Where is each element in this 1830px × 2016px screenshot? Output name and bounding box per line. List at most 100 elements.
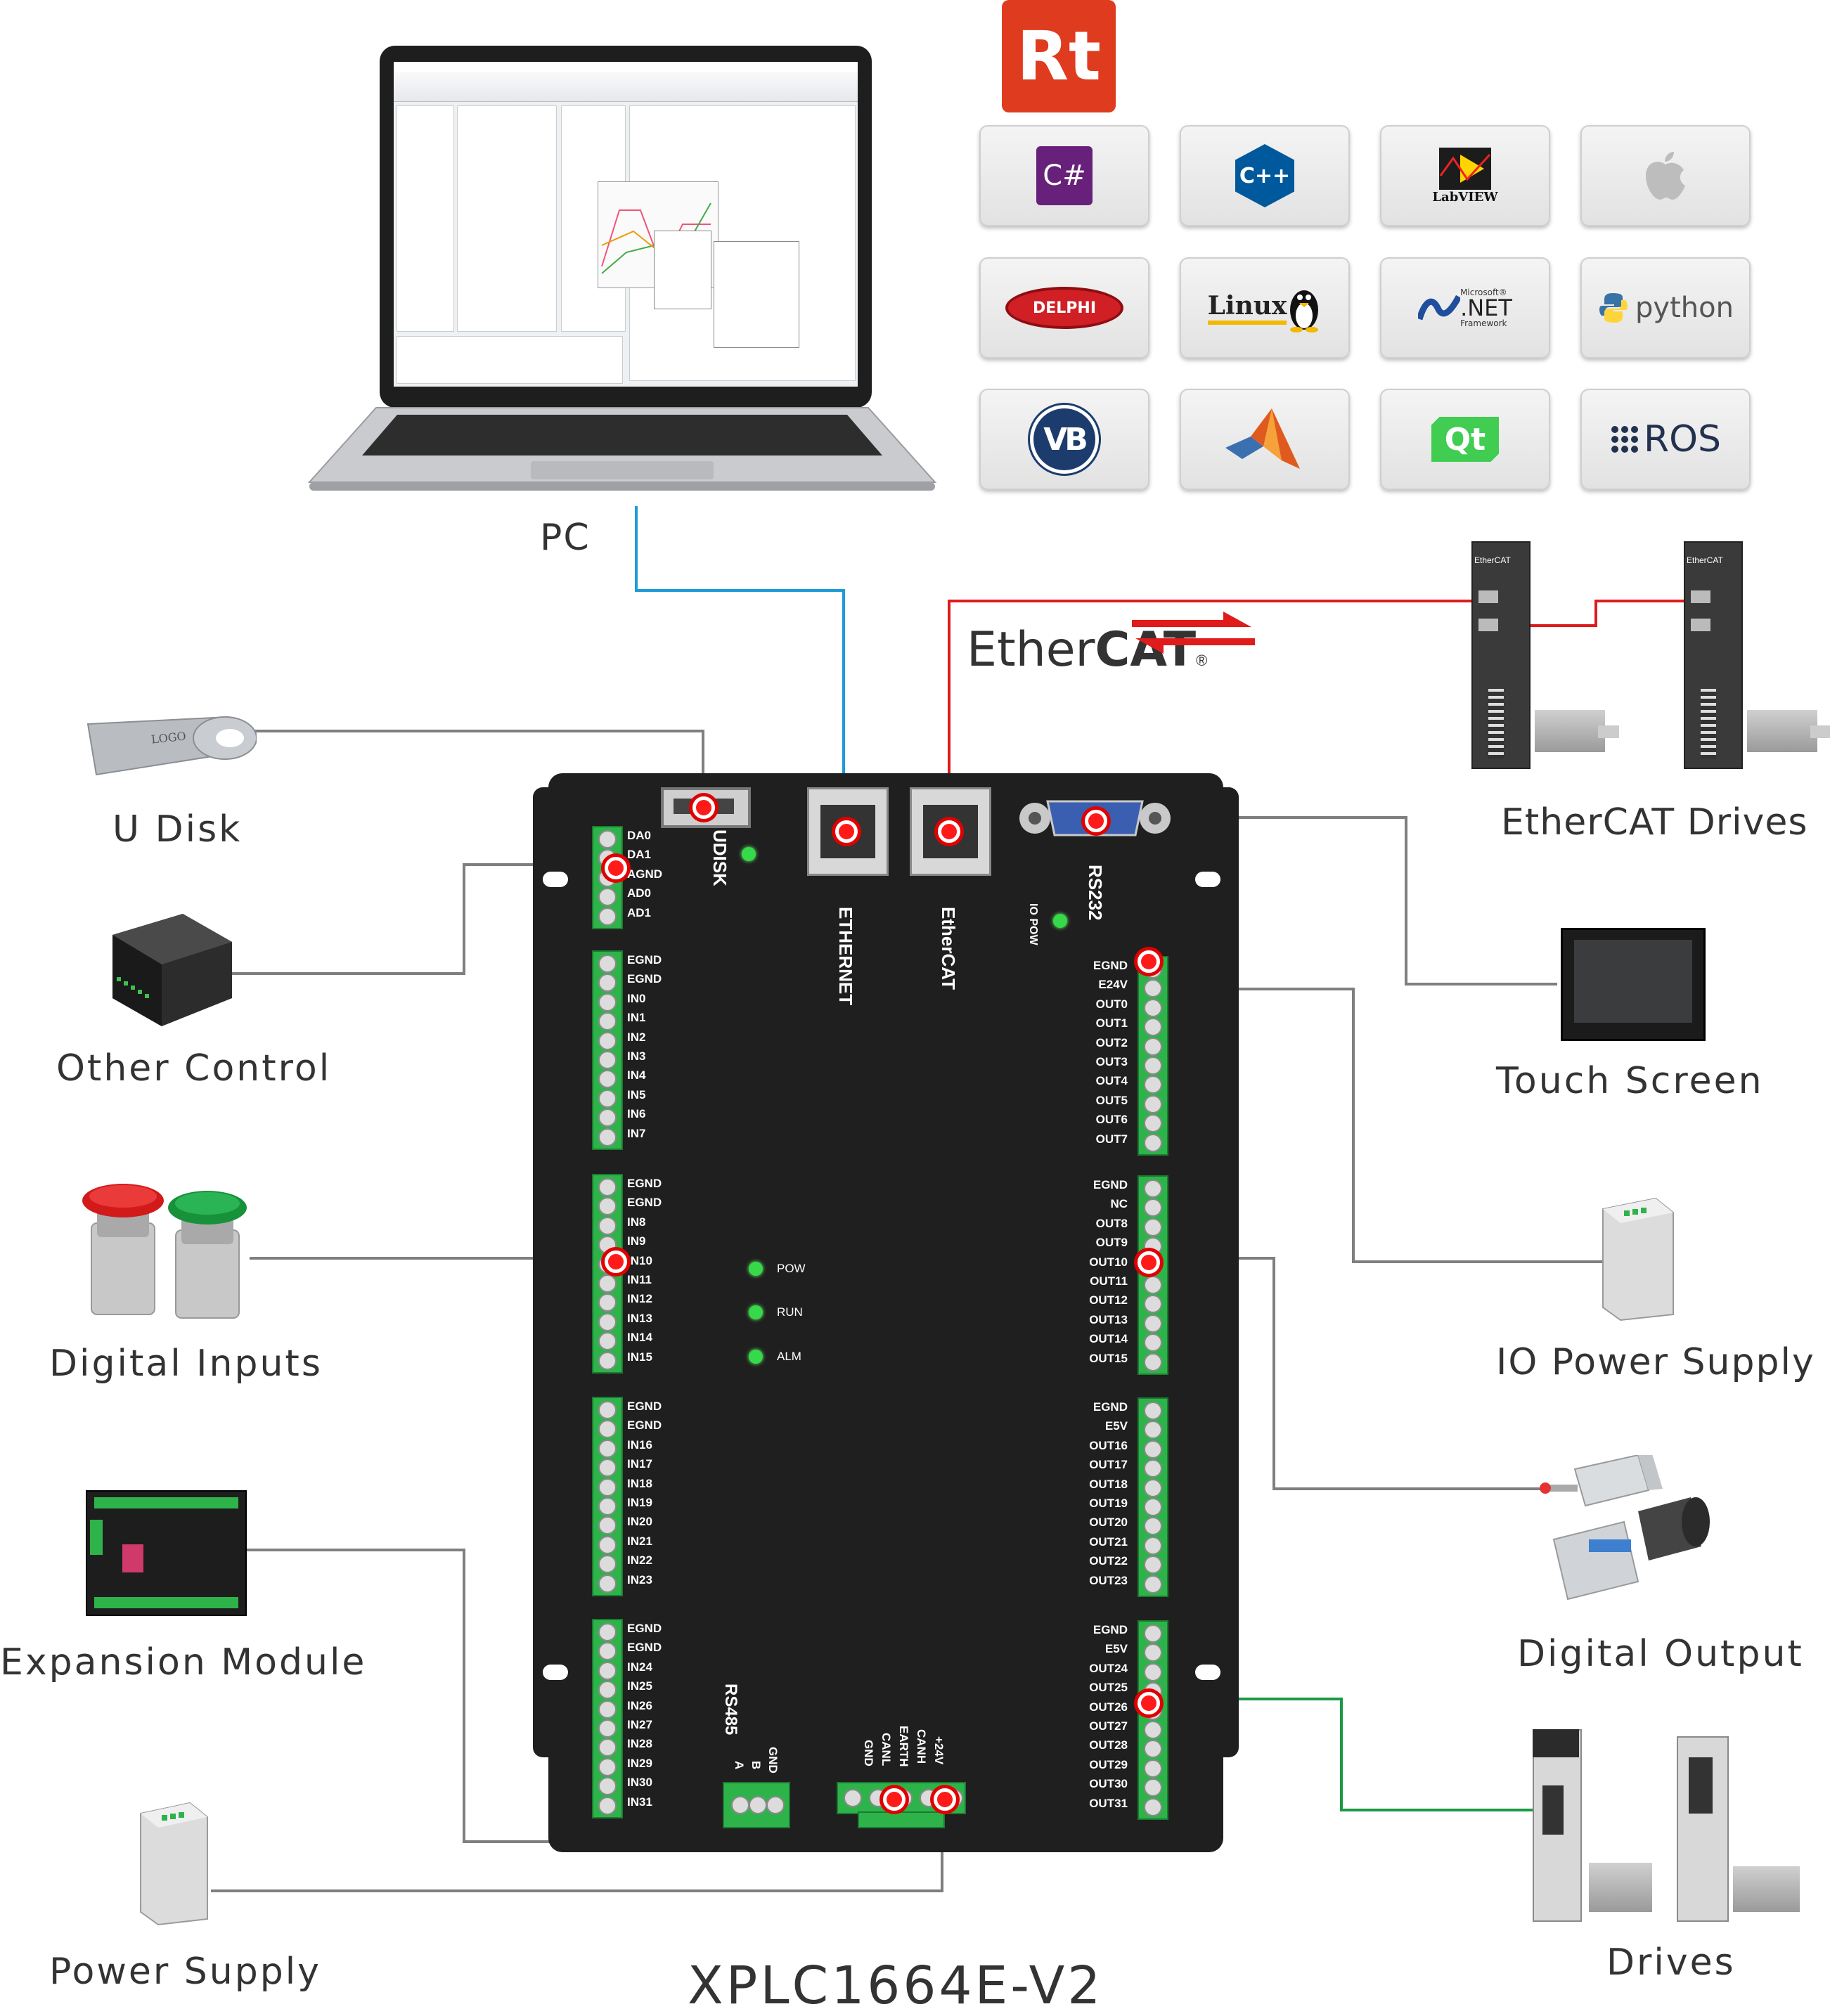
rs485-label: RS485 [721,1684,740,1736]
ethercat-cable [948,600,1483,842]
ros-dots-icon [1611,426,1638,453]
pin-label: OUT20 [1089,1516,1128,1530]
left-terminal-block-4[interactable] [592,1619,623,1818]
pin-label: IN1 [627,1011,646,1025]
touch-screen-device [1561,928,1706,1041]
terminal-screw [598,1109,617,1127]
left-terminal-block-3[interactable] [592,1397,623,1596]
terminal-screw [1144,1575,1162,1594]
pin-label: OUT8 [1095,1216,1128,1230]
pin-label: OUT24 [1089,1661,1128,1675]
matlab-icon [1225,408,1300,469]
pin-label: OUT2 [1095,1035,1128,1049]
terminal-screw [1144,1517,1162,1536]
terminal-screw [598,1197,617,1216]
pin-label: OUT23 [1089,1573,1128,1587]
terminal-screw [1144,1797,1162,1816]
pin-label: OUT18 [1089,1477,1128,1491]
pin-label: IN25 [627,1679,652,1693]
python-icon [1599,293,1628,323]
vb-icon: VB [1030,405,1099,474]
ethercat-drive-2-brand: EtherCAT [1687,555,1723,565]
terminal-screw [1144,1295,1162,1314]
pin-label: IN17 [627,1457,652,1471]
dotnet-icon [1418,295,1461,321]
cpp-icon: C++ [1235,144,1294,207]
terminal-screw [598,1535,617,1554]
linux-label: Linux [1207,291,1287,325]
alm-label: ALM [777,1350,801,1363]
pin-label: IN19 [627,1496,652,1509]
udisk-label: U Disk [112,808,243,851]
vb-tile: VB [979,389,1149,490]
terminal-screw [1144,1662,1162,1681]
pin-label: IN6 [627,1107,646,1121]
ros-tile: ROS [1580,389,1751,490]
pin-label: OUT22 [1089,1554,1128,1568]
right-terminal-block-2[interactable] [1138,1397,1168,1597]
pin-label: OUT19 [1089,1497,1128,1510]
left-terminal-block-2[interactable] [592,1174,623,1374]
udisk-device: LOGO [81,710,257,780]
pin-label: IN30 [627,1776,652,1790]
terminal-screw [598,1012,617,1031]
pin-label: OUT16 [1089,1438,1128,1452]
pin-label: IN0 [627,991,646,1005]
pin-label: E5V [1104,1642,1128,1656]
plc-controller: UDISK ETHERNET EtherCAT RS232 IO POW POW… [533,773,1239,1852]
power-supply-label: Power Supply [49,1951,321,1993]
left-terminal-block-1[interactable] [592,950,623,1150]
terminal-screw [598,1420,617,1439]
delphi-tile: DELPHI [979,257,1149,358]
terminal-screw [1144,998,1162,1017]
product-title: XPLC1664E-V2 [688,1956,1104,2016]
rs485-terminal[interactable] [723,1782,790,1828]
terminal-screw [598,1439,617,1458]
ethercat-drive-1: EtherCAT [1471,541,1619,769]
right-terminal-block-0[interactable] [1138,956,1168,1156]
terminal-screw [598,1574,617,1593]
run-label: RUN [777,1305,803,1319]
pin-label: IN4 [627,1068,646,1083]
rt-logo: Rt [1002,0,1116,112]
terminal-screw [1144,1217,1162,1236]
terminal-screw [598,1642,617,1661]
rs485-pin-gnd: GND [766,1747,780,1773]
terminal-screw [1144,1314,1162,1333]
pin-label: AGND [627,867,663,881]
terminal-screw [1144,1643,1162,1662]
terminal-screw [598,888,617,907]
dotnet-label: .NET [1460,295,1512,321]
udisk-led [742,847,756,861]
pin-label: OUT14 [1089,1332,1128,1346]
other-control-device [98,914,232,1030]
right-terminal-block-3[interactable] [1138,1620,1168,1820]
pin-label: EGND [627,953,662,967]
terminal-screw [598,1516,617,1535]
terminal-screw [1144,1440,1162,1459]
pin-label: IN26 [627,1698,652,1712]
power-supply-device [134,1799,211,1926]
right-terminal-block-1[interactable] [1138,1175,1168,1375]
pin-label: IN27 [627,1718,652,1731]
out10-connection-marker [1138,1251,1160,1274]
pin-label: IN11 [627,1273,652,1286]
pin-label: EGND [627,1400,662,1413]
pin-label: OUT1 [1095,1016,1128,1030]
terminal-screw [598,1070,617,1089]
terminal-screw [598,1216,617,1235]
pin-label: OUT0 [1095,997,1128,1011]
ethercat-logo-ether: Ether [967,622,1095,678]
pin-label: OUT31 [1089,1796,1128,1810]
expansion-module-device [86,1490,247,1616]
terminal-screw [1144,1778,1162,1797]
pin-label: IN18 [627,1476,652,1490]
io-power-supply-label: IO Power Supply [1496,1341,1815,1383]
rs232-connection-marker [1085,810,1107,832]
apple-icon [1646,152,1685,200]
pin-label: EGND [1093,959,1128,972]
terminal-screw [598,1089,617,1108]
terminal-screw [598,830,617,848]
pin-label: EGND [627,1622,662,1635]
pin-label: OUT29 [1089,1757,1128,1771]
